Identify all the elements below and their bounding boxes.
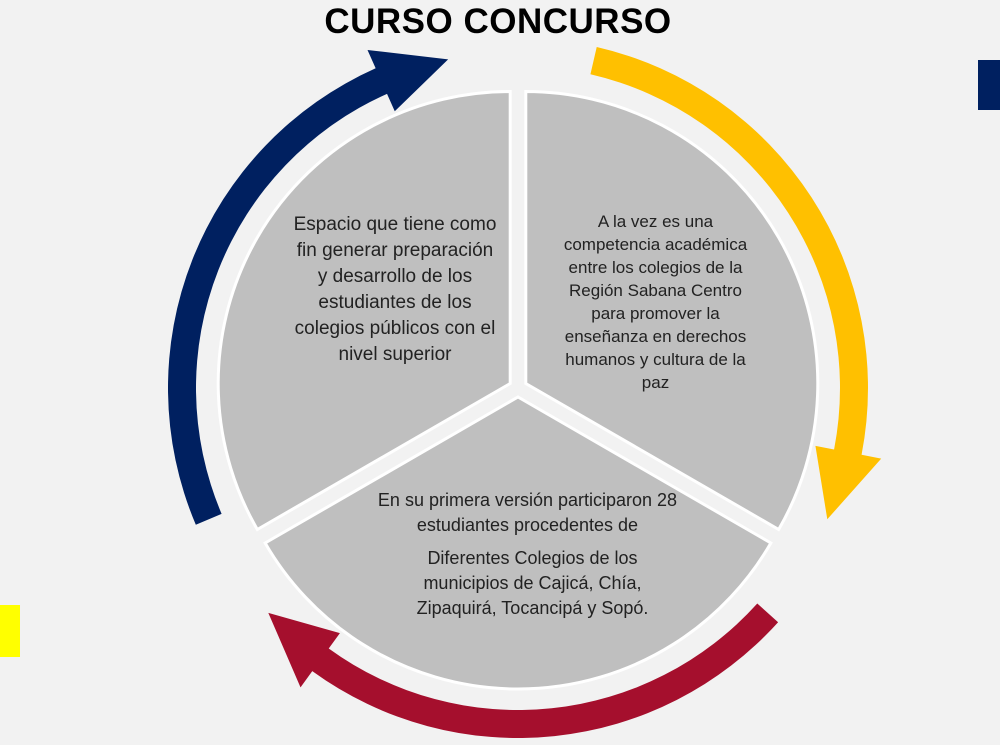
segment-right-text: A la vez es una competencia académica en…	[563, 212, 748, 392]
diagram-title: CURSO CONCURSO	[324, 2, 672, 41]
segment-bottom-text-1: En su primera versión participaron 28 es…	[377, 490, 678, 535]
segment-left-text: Espacio que tiene como fin generar prepa…	[293, 214, 497, 365]
yellow-marker	[0, 605, 20, 657]
navy-marker	[978, 60, 1000, 110]
navy-cycle-arrow-icon	[168, 49, 449, 525]
segment-bottom-text-2: Diferentes Colegios de los municipios de…	[416, 548, 649, 618]
segment-bottom	[263, 395, 773, 691]
red-cycle-arrow-icon	[268, 603, 779, 739]
segment-right	[524, 89, 820, 532]
segment-left	[216, 89, 512, 532]
yellow-cycle-arrow-icon	[590, 46, 882, 520]
